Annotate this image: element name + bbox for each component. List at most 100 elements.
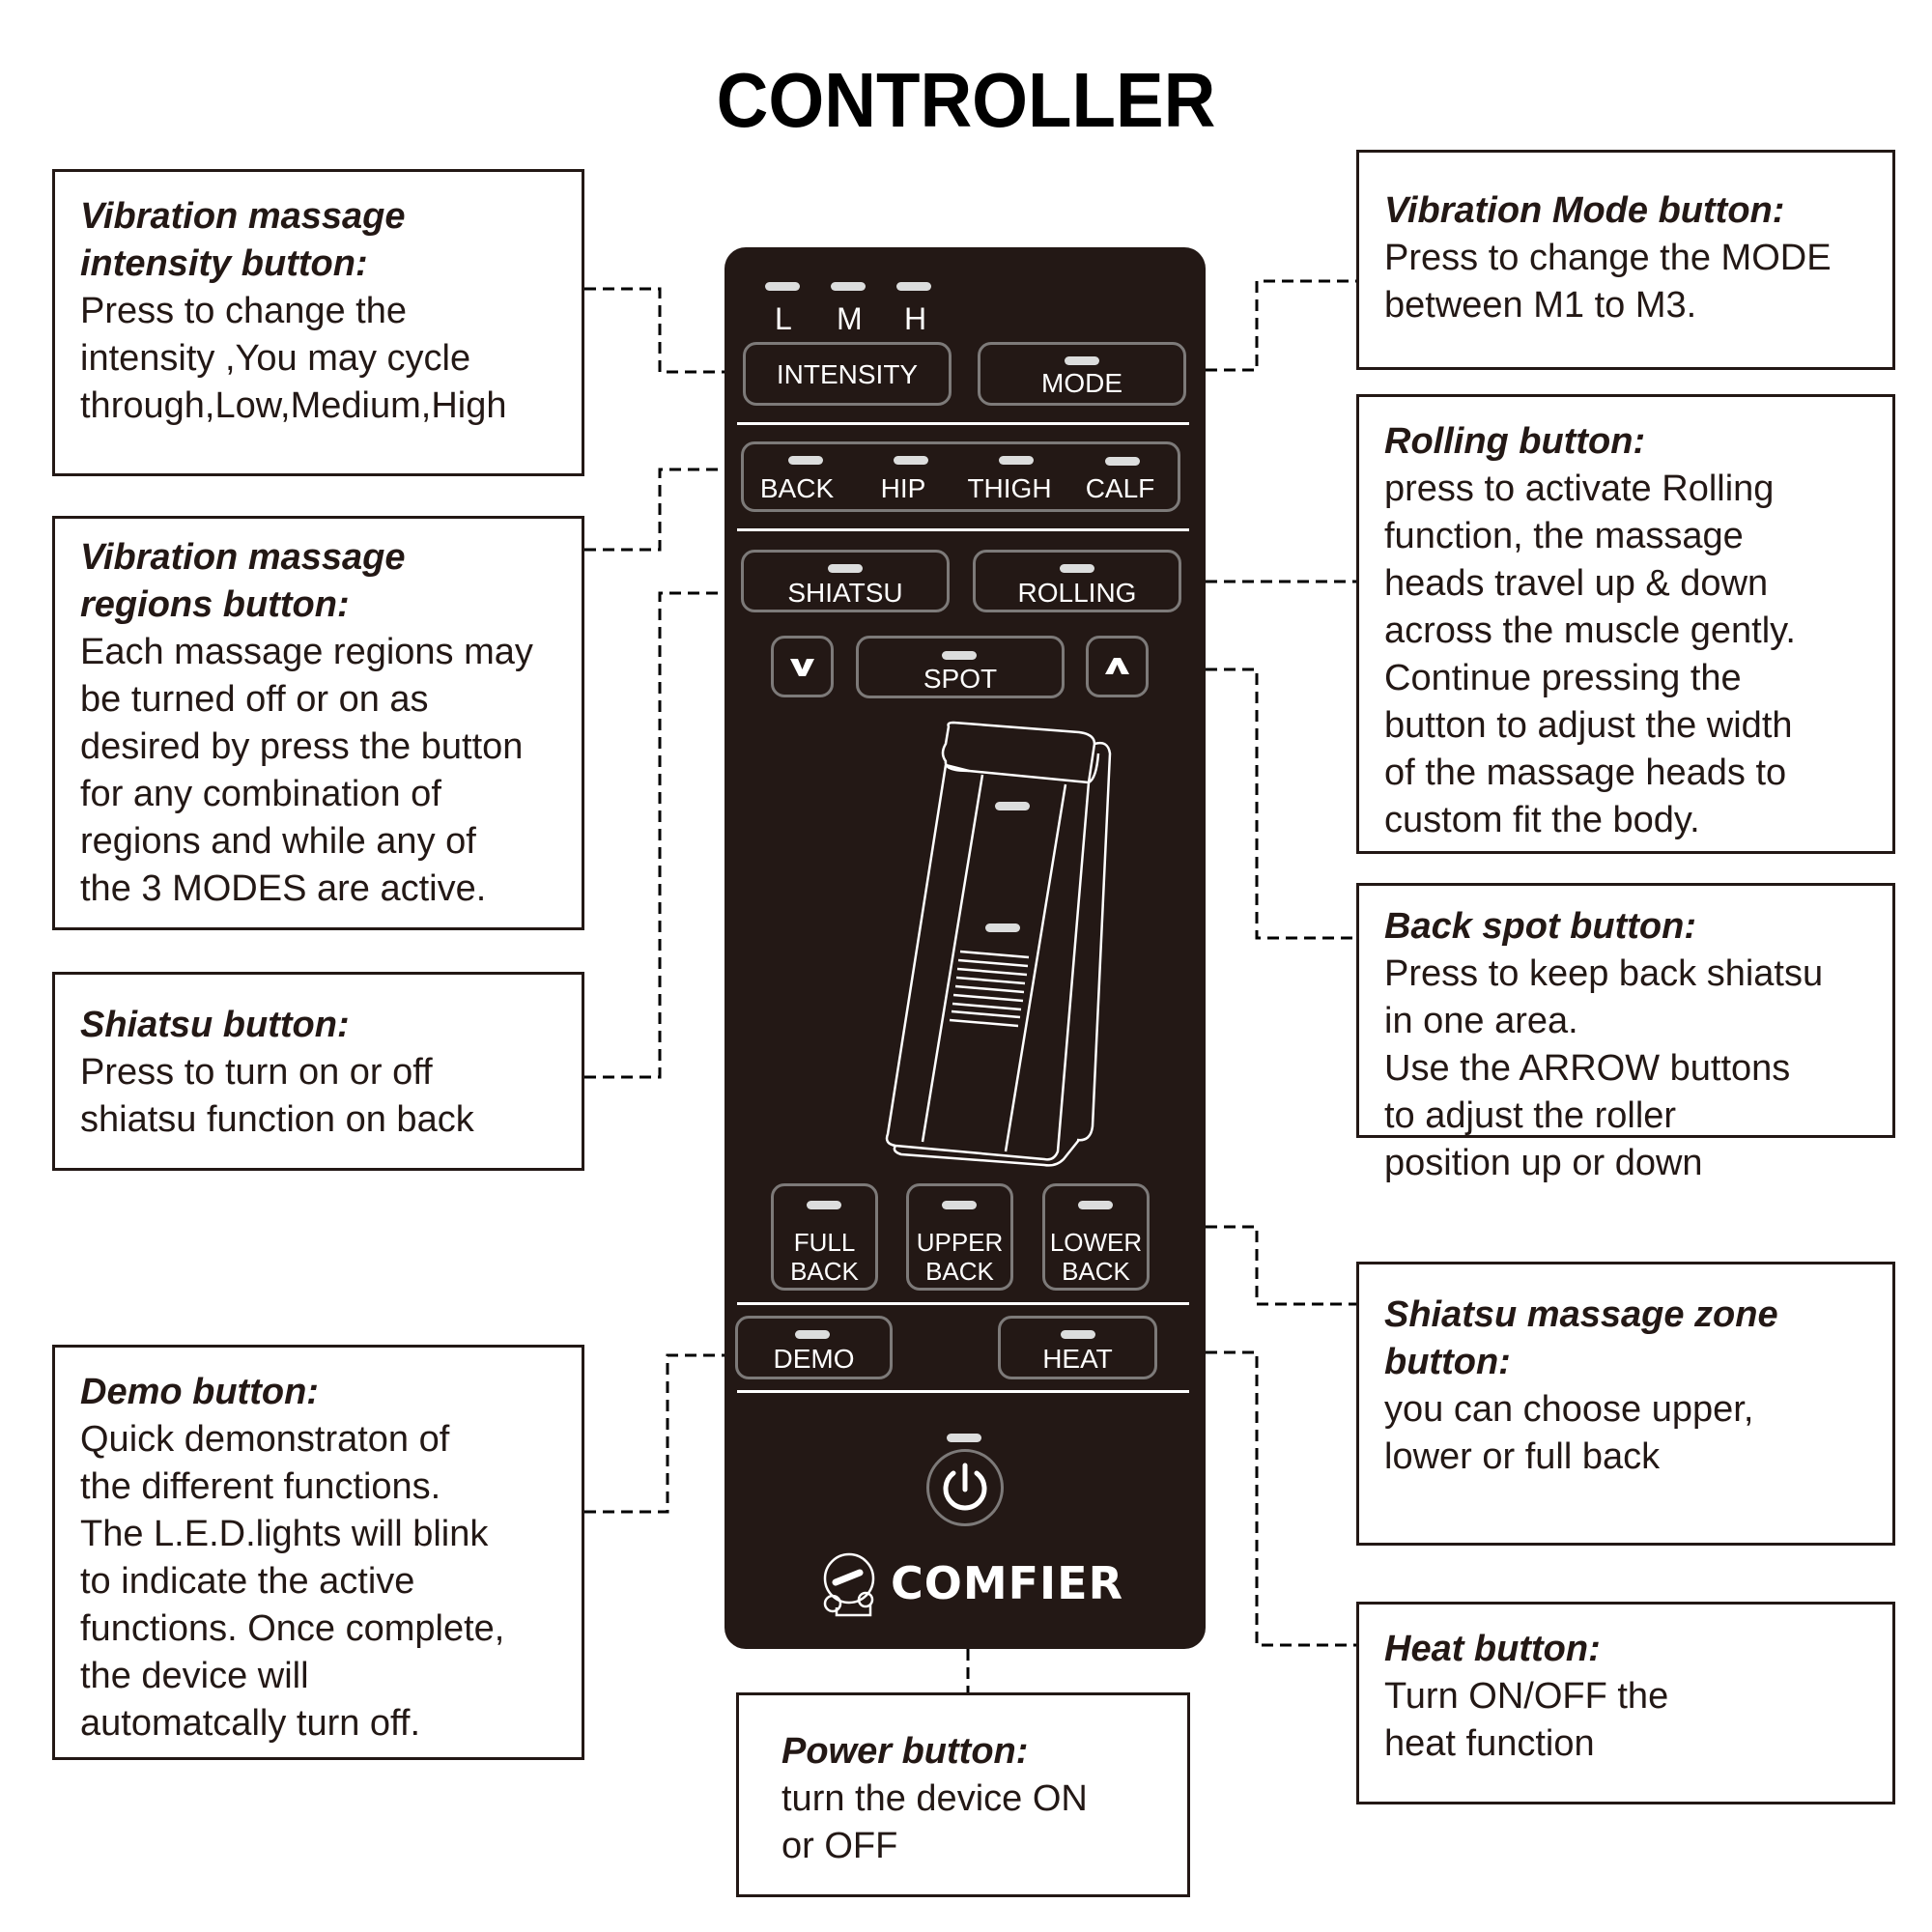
chevron-down-icon <box>790 659 814 676</box>
callout-heading: Heat button: <box>1384 1629 1601 1669</box>
heat-led <box>1061 1330 1095 1339</box>
callout-heading: Shiatsu button: <box>80 1005 350 1045</box>
cushion-upper-led <box>995 802 1030 810</box>
connector-shiatsu <box>584 591 724 1079</box>
connector-demo <box>584 1353 724 1514</box>
full-back-button[interactable]: FULL BACK <box>771 1183 878 1291</box>
callout-spot: Back spot button: Press to keep back shi… <box>1356 883 1895 1183</box>
rolling-button[interactable]: ROLLING <box>973 550 1181 612</box>
callout-heading: Rolling button: <box>1384 421 1646 462</box>
callout-text: Press to turn on or off shiatsu function… <box>80 1052 474 1140</box>
callout-heading: Demo button: <box>80 1372 319 1412</box>
demo-button[interactable]: DEMO <box>735 1316 893 1379</box>
callout-text: Press to change the MODE between M1 to M… <box>1384 238 1832 326</box>
region-thigh-label: THIGH <box>967 473 1052 503</box>
divider <box>737 1390 1189 1393</box>
upper-back-button[interactable]: UPPER BACK <box>906 1183 1013 1291</box>
region-calf-led <box>1105 457 1140 466</box>
down-arrow-button[interactable] <box>771 636 834 697</box>
callout-heading: Back spot button: <box>1384 906 1696 947</box>
shiatsu-led <box>828 564 863 573</box>
mode-led <box>1065 356 1099 365</box>
callout-heading: Vibration Mode button: <box>1384 190 1785 231</box>
connector-regions <box>584 468 724 552</box>
brand-logo: COMFIER <box>891 1557 1124 1609</box>
comfier-mascot-icon <box>823 1552 875 1617</box>
intensity-level-label: L <box>775 301 792 336</box>
demo-button-label: DEMO <box>773 1344 855 1374</box>
page-title: CONTROLLER <box>716 57 1216 143</box>
spot-button-label: SPOT <box>923 664 998 694</box>
region-thigh-button[interactable]: THIGH <box>956 444 1063 509</box>
cushion-lower-led <box>985 923 1020 932</box>
callout-text: turn the device ON or OFF <box>781 1778 1088 1866</box>
divider <box>737 528 1189 531</box>
callout-heading: Vibration massage regions button: <box>80 537 406 625</box>
upper-back-label-line1: UPPER <box>916 1228 1004 1257</box>
up-arrow-button[interactable] <box>1086 636 1149 697</box>
callout-text: Turn ON/OFF the heat function <box>1384 1676 1669 1764</box>
full-back-led <box>807 1201 841 1209</box>
shiatsu-button[interactable]: SHIATSU <box>741 550 950 612</box>
divider <box>737 422 1189 425</box>
led-medium <box>831 282 866 291</box>
callout-shiatsu: Shiatsu button: Press to turn on or off … <box>52 972 584 1171</box>
intensity-button-label: INTENSITY <box>776 359 919 389</box>
region-hip-label: HIP <box>880 473 926 503</box>
region-hip-led <box>894 456 928 465</box>
massage-cushion-illustration <box>885 721 1112 1167</box>
connector-spot <box>1206 668 1356 940</box>
spot-led <box>942 651 977 660</box>
intensity-level-label: H <box>904 301 927 336</box>
callout-power: Power button: turn the device ON or OFF <box>736 1692 1190 1897</box>
callout-text: press to activate Rolling function, the … <box>1384 469 1796 840</box>
heat-button-label: HEAT <box>1042 1344 1113 1374</box>
intensity-button[interactable]: INTENSITY <box>743 342 952 406</box>
mode-button-label: MODE <box>1041 368 1122 398</box>
region-calf-label: CALF <box>1085 473 1155 503</box>
full-back-label-line1: FULL <box>793 1228 856 1257</box>
callout-text: you can choose upper, lower or full back <box>1384 1389 1754 1477</box>
callout-heading: Shiatsu massage zone button: <box>1384 1294 1778 1382</box>
upper-back-led <box>942 1201 977 1209</box>
callout-heading: Vibration massage intensity button: <box>80 196 406 284</box>
divider <box>737 1302 1189 1305</box>
intensity-level-label: M <box>837 301 863 336</box>
region-back-led <box>788 456 823 465</box>
chevron-up-icon <box>1105 658 1129 674</box>
lower-back-button[interactable]: LOWER BACK <box>1042 1183 1150 1291</box>
callout-text: Press to change the intensity ,You may c… <box>80 291 507 426</box>
connector-heat <box>1206 1350 1356 1647</box>
callout-text: Each massage regions may be turned off o… <box>80 632 533 909</box>
region-thigh-led <box>999 456 1034 465</box>
full-back-label-line2: BACK <box>790 1257 859 1286</box>
power-led <box>947 1434 981 1442</box>
regions-button-group: BACK HIP THIGH CALF <box>741 441 1180 512</box>
callout-mode: Vibration Mode button: Press to change t… <box>1356 150 1895 370</box>
callout-intensity: Vibration massage intensity button: Pres… <box>52 169 584 476</box>
callout-regions: Vibration massage regions button: Each m… <box>52 516 584 930</box>
led-high <box>896 282 931 291</box>
shiatsu-button-label: SHIATSU <box>787 578 903 608</box>
spot-button[interactable]: SPOT <box>856 636 1065 698</box>
region-back-button[interactable]: BACK <box>744 444 850 509</box>
region-hip-button[interactable]: HIP <box>850 444 956 509</box>
callout-text: Press to keep back shiatsu in one area. … <box>1384 953 1824 1183</box>
callout-rolling: Rolling button: press to activate Rollin… <box>1356 394 1895 854</box>
callout-zone: Shiatsu massage zone button: you can cho… <box>1356 1262 1895 1546</box>
region-calf-button[interactable]: CALF <box>1063 444 1178 509</box>
lower-back-label-line2: BACK <box>1062 1257 1130 1286</box>
region-back-label: BACK <box>759 473 835 503</box>
connector-zone <box>1206 1225 1356 1306</box>
demo-led <box>795 1330 830 1339</box>
callout-demo: Demo button: Quick demonstraton of the d… <box>52 1345 584 1760</box>
heat-button[interactable]: HEAT <box>998 1316 1157 1379</box>
mode-button[interactable]: MODE <box>978 342 1186 406</box>
lower-back-led <box>1078 1201 1113 1209</box>
remote-controller: L M H INTENSITY MODE BACK HIP THIGH CALF <box>724 247 1206 1649</box>
power-button[interactable] <box>926 1449 1004 1526</box>
callout-text: Quick demonstraton of the different func… <box>80 1419 505 1744</box>
connector-intensity <box>584 287 724 374</box>
connector-mode <box>1206 279 1356 372</box>
upper-back-label-line2: BACK <box>925 1257 994 1286</box>
